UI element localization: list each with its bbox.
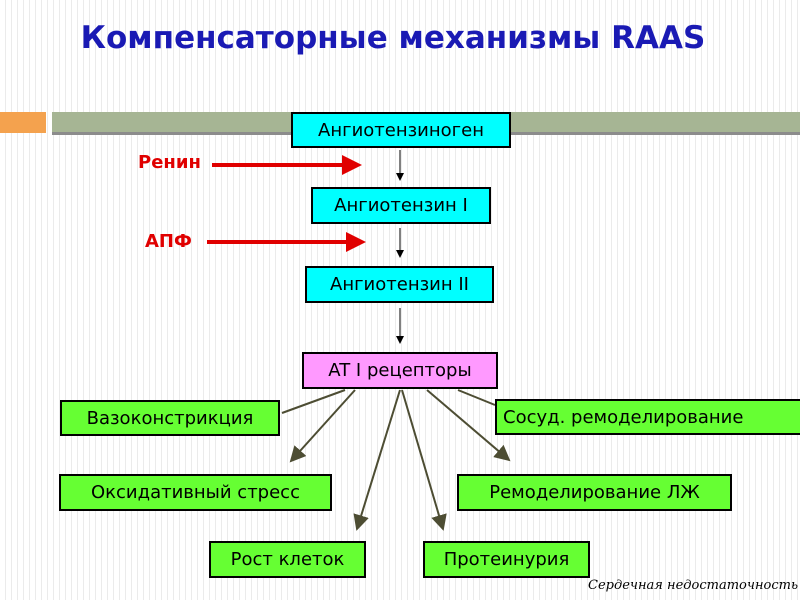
label-renin: Ренин bbox=[138, 152, 201, 173]
box-proteinuria: Протеинурия bbox=[423, 541, 590, 578]
box-angiotensin-2: Ангиотензин II bbox=[305, 266, 494, 303]
box-oxidative-stress: Оксидативный стресс bbox=[59, 474, 332, 511]
slide-title: Компенсаторные механизмы RAAS bbox=[80, 20, 706, 56]
box-cell-growth: Рост клеток bbox=[209, 541, 366, 578]
arrow-oxidative bbox=[289, 389, 356, 463]
arrow-vascular bbox=[457, 389, 496, 406]
label-ace: АПФ bbox=[145, 231, 192, 252]
accent-bar-orange bbox=[0, 112, 46, 133]
footer-text: Сердечная недостаточность bbox=[588, 578, 799, 593]
box-vasoconstriction: Вазоконстрикция bbox=[60, 400, 280, 436]
box-at1-receptors: AT I рецепторы bbox=[302, 352, 498, 389]
arrow-vasoconstriction bbox=[281, 389, 346, 414]
box-lv-remodeling: Ремоделирование ЛЖ bbox=[457, 474, 732, 511]
box-angiotensin-1: Ангиотензин I bbox=[311, 187, 491, 224]
arrow-proteinuria bbox=[401, 389, 447, 531]
arrow-cell-growth bbox=[353, 389, 401, 531]
box-angiotensinogen: Ангиотензиноген bbox=[291, 112, 511, 148]
box-vascular-remodeling: Сосуд. ремоделирование bbox=[495, 399, 800, 435]
arrow-lv-remodeling bbox=[426, 389, 511, 462]
